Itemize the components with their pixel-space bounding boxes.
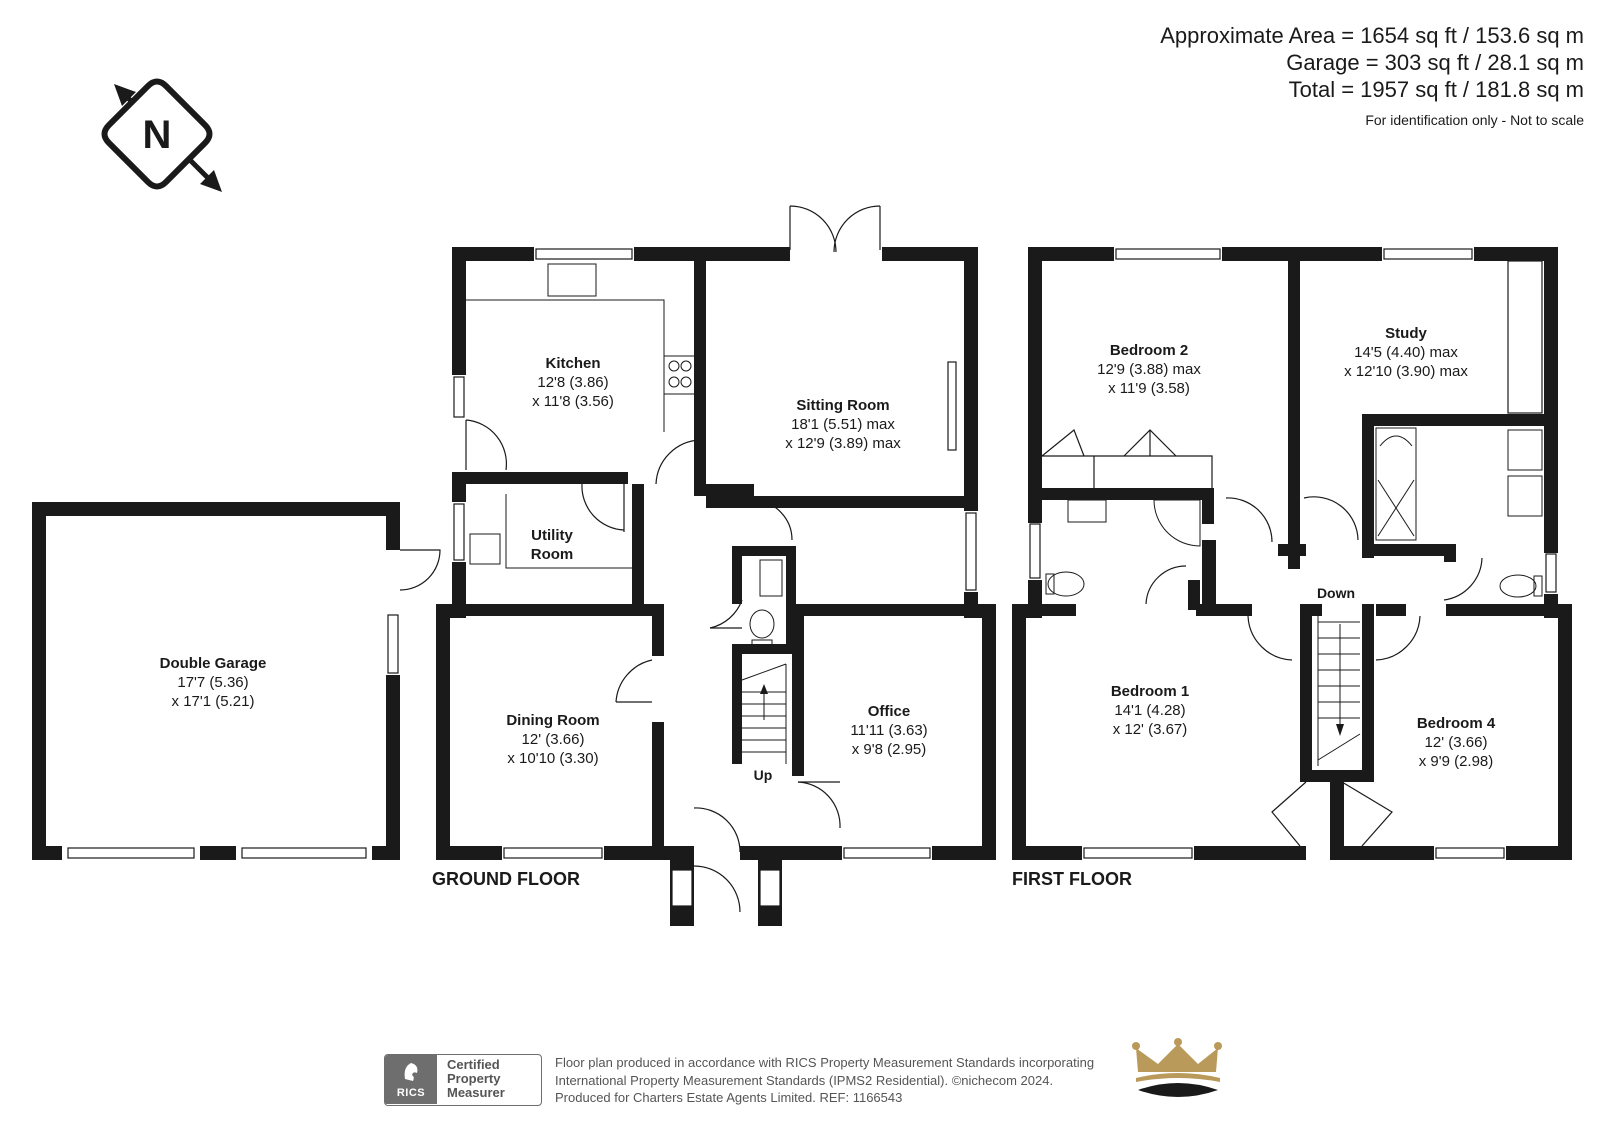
first-floor-walls: [1012, 247, 1572, 860]
bedroom-4-dim1: 12' (3.66): [1425, 734, 1488, 751]
footer-line-2: International Property Measurement Stand…: [555, 1072, 1054, 1088]
kitchen-dim1: 12'8 (3.86): [537, 374, 608, 391]
dining-room-dim2: x 10'10 (3.30): [507, 750, 598, 767]
study-dim1: 14'5 (4.40) max: [1354, 344, 1458, 361]
badge-line-3: Measurer: [447, 1085, 505, 1100]
double-garage-dim2: x 17'1 (5.21): [172, 693, 255, 710]
bedroom-1-name: Bedroom 1: [1111, 683, 1189, 700]
first-windows: [1029, 248, 1557, 859]
bedroom-1-dim2: x 12' (3.67): [1113, 721, 1188, 738]
sitting-room-dim2: x 12'9 (3.89) max: [785, 435, 901, 452]
double-garage-name: Double Garage: [160, 655, 267, 672]
office-dim1: 11'11 (3.63): [850, 722, 927, 739]
office-name: Office: [868, 703, 911, 720]
french-doors: [789, 205, 881, 253]
sitting-room-name: Sitting Room: [796, 397, 889, 414]
dining-room-name: Dining Room: [506, 712, 599, 729]
first-fixtures: [1045, 427, 1543, 766]
ground-floor-label: GROUND FLOOR: [432, 869, 580, 889]
footer-notes: Floor plan produced in accordance with R…: [555, 1054, 1145, 1107]
rics-brand: RICS: [396, 1087, 426, 1099]
badge-line-1: Certified: [447, 1057, 500, 1072]
study-name: Study: [1385, 325, 1427, 342]
garage-doors: [67, 614, 399, 859]
garage-area: Garage = 303 sq ft / 28.1 sq m: [1286, 50, 1584, 75]
ground-doors: [465, 419, 841, 913]
rics-certified-badge: RICS Certified Property Measurer: [384, 1054, 542, 1106]
sitting-room-dim1: 18'1 (5.51) max: [791, 416, 895, 433]
stairs-up-label: Up: [754, 767, 773, 783]
office-dim2: x 9'8 (2.95): [852, 741, 927, 758]
utility-room-name-line1: Utility: [531, 527, 573, 544]
bedroom-2-dim2: x 11'9 (3.58): [1108, 380, 1190, 397]
dining-room-dim1: 12' (3.66): [522, 731, 585, 748]
first-floor-label: FIRST FLOOR: [1012, 869, 1132, 889]
footer-line-1: Floor plan produced in accordance with R…: [555, 1055, 1095, 1070]
garage-walls: [32, 502, 400, 860]
rics-logo: RICS: [385, 1055, 437, 1104]
lion-icon: [404, 1063, 418, 1081]
study-dim2: x 12'10 (3.90) max: [1344, 363, 1468, 380]
house-walls: [436, 247, 996, 926]
compass-letter: N: [143, 113, 172, 157]
bedroom-4-dim2: x 9'9 (2.98): [1419, 753, 1494, 770]
ground-floor-plan: Double Garage 17'7 (5.36) x 17'1 (5.21) …: [32, 205, 996, 926]
kitchen-dim2: x 11'8 (3.56): [532, 393, 614, 410]
rics-badge-text: Certified Property Measurer: [447, 1058, 505, 1100]
approximate-area: Approximate Area = 1654 sq ft / 153.6 sq…: [1160, 23, 1584, 48]
bedroom-2-name: Bedroom 2: [1110, 342, 1188, 359]
compass-icon: N: [101, 78, 222, 192]
bedroom-2-dim1: 12'9 (3.88) max: [1097, 361, 1201, 378]
disclaimer: For identification only - Not to scale: [1365, 112, 1584, 128]
ground-fixtures: [466, 263, 787, 764]
footer-line-3: Produced for Charters Estate Agents Limi…: [555, 1090, 903, 1105]
kitchen-name: Kitchen: [545, 355, 600, 372]
first-doors: [1041, 429, 1483, 847]
crown-logo-icon: [1132, 1038, 1222, 1097]
stairs-down-label: Down: [1317, 585, 1355, 601]
bedroom-1-dim1: 14'1 (4.28): [1114, 702, 1185, 719]
double-garage-dim1: 17'7 (5.36): [177, 674, 248, 691]
total-area: Total = 1957 sq ft / 181.8 sq m: [1288, 77, 1584, 102]
utility-room-name-line2: Room: [531, 546, 574, 563]
ground-windows: [453, 248, 977, 907]
badge-line-2: Property: [447, 1071, 501, 1086]
first-floor-plan: Bedroom 2 12'9 (3.88) max x 11'9 (3.58) …: [1012, 247, 1572, 889]
bedroom-4-name: Bedroom 4: [1417, 715, 1496, 732]
